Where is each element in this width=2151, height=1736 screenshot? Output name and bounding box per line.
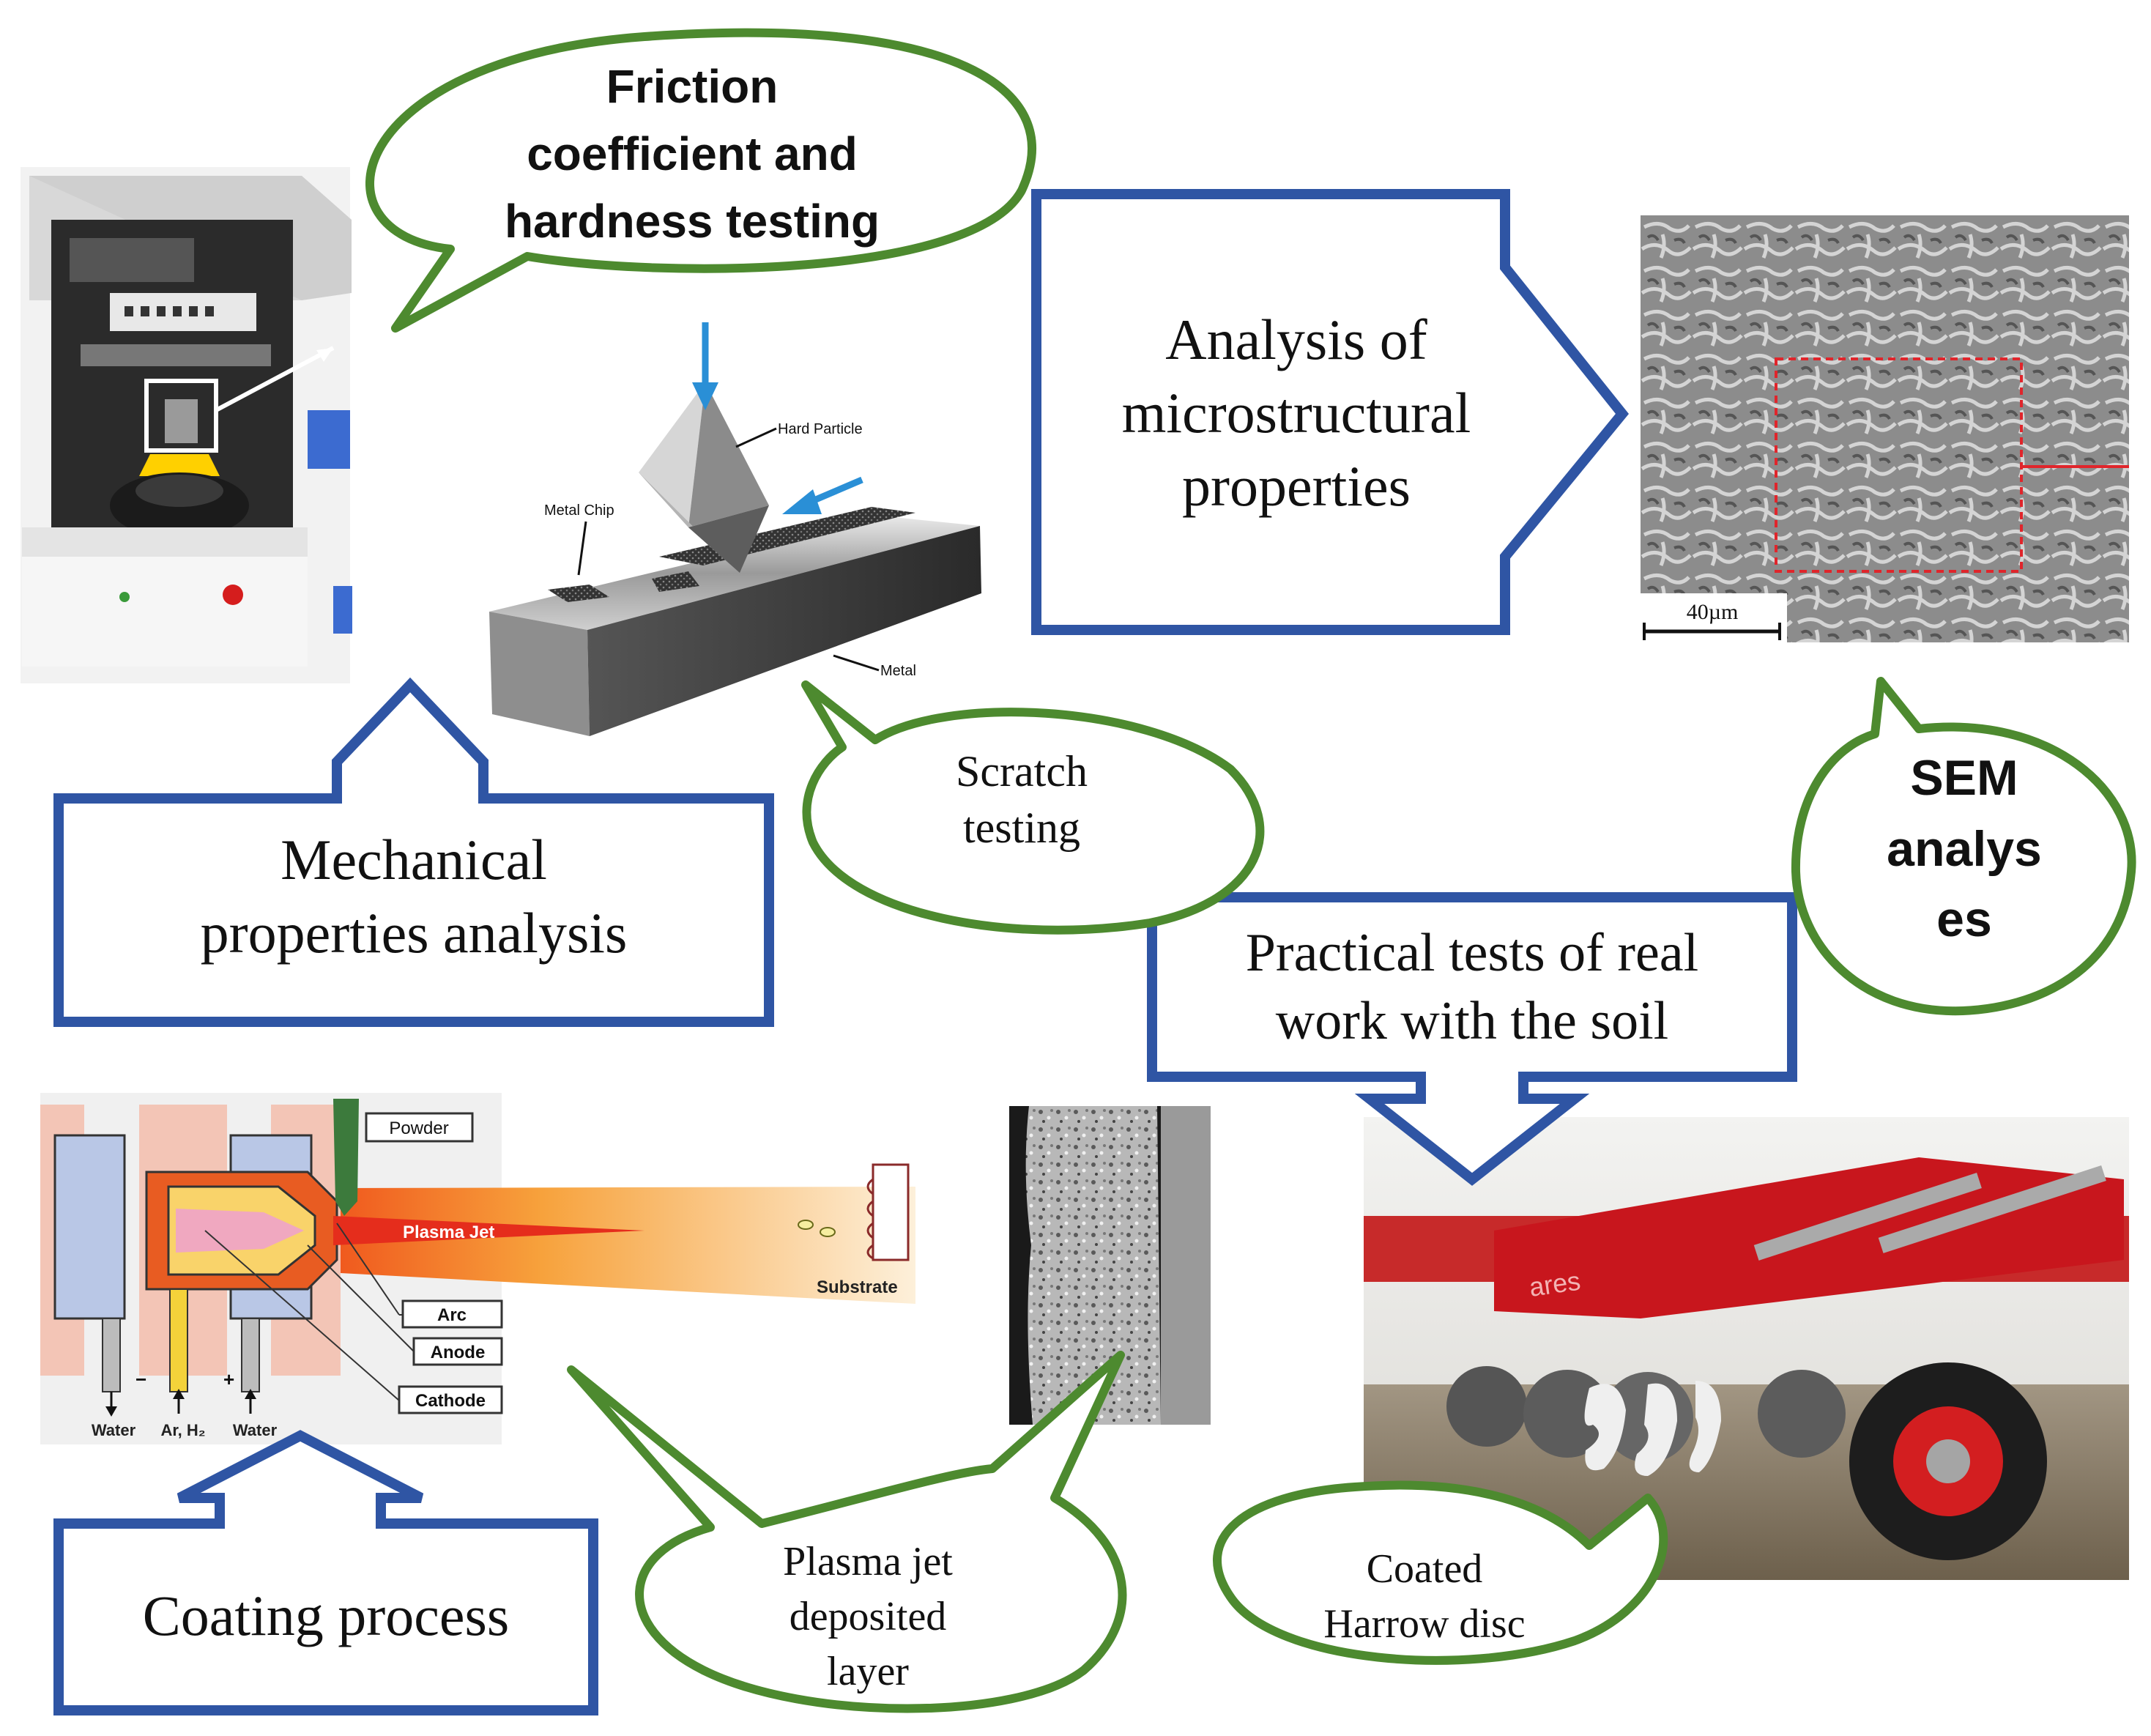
scratch-test-illustration: Hard Particle Metal Chip Metal <box>489 322 981 736</box>
plasma-bubble-line-2: deposited <box>790 1594 947 1639</box>
water-in-arrow-icon <box>105 1392 117 1417</box>
metal-label: Metal <box>880 663 916 679</box>
brand-label: ares <box>1527 1266 1582 1302</box>
plasma-bubble-line-1: Plasma jet <box>783 1539 953 1584</box>
load-arrow-down-icon <box>692 322 718 410</box>
sem-analyses-bubble: SEM analys es <box>1791 677 2136 1016</box>
sem-bubble-line-2: analys <box>1887 821 2042 877</box>
gas-in-arrow-icon <box>173 1389 185 1414</box>
harrow-bubble-line-1: Coated <box>1367 1546 1483 1592</box>
hard-particle-label: Hard Particle <box>778 421 863 437</box>
sem-bubble-line-3: es <box>1936 891 1992 947</box>
powder-label: Powder <box>389 1119 448 1138</box>
plasma-spray-schematic: Plasma Jet Powder Substrate Arc Anode Ca… <box>40 1093 915 1444</box>
gas-inlet-label: Ar, H₂ <box>160 1421 205 1439</box>
microstructural-box-line-3: properties <box>1182 454 1411 518</box>
microstructural-box-line-1: Analysis of <box>1165 308 1427 371</box>
mechanical-box-line-1: Mechanical <box>281 828 547 891</box>
cathode-label: Cathode <box>415 1391 486 1411</box>
water-inlet-label: Water <box>92 1421 136 1439</box>
sem-micrograph: 40µm <box>1641 215 2129 642</box>
plasma-bubble-line-3: layer <box>827 1649 909 1694</box>
plasma-layer-bubble: Plasma jet deposited layer <box>567 1351 1127 1713</box>
water-out-arrow-icon <box>245 1389 256 1414</box>
harrow-disc-bubble: Coated Harrow disc <box>1213 1480 1668 1665</box>
scratch-testing-bubble: Scratch testing <box>801 680 1265 935</box>
practical-tests-box: Practical tests of real work with the so… <box>1147 892 1797 1186</box>
plasma-jet-label: Plasma Jet <box>403 1223 494 1242</box>
motion-arrow-icon <box>782 476 863 514</box>
practical-box-line-2: work with the soil <box>1276 991 1668 1051</box>
scratch-bubble-line-1: Scratch <box>956 747 1088 795</box>
coating-layer-cross-section <box>1009 1106 1211 1425</box>
friction-hardness-bubble: Friction coefficient and hardness testin… <box>365 28 1036 333</box>
sem-bubble-line-1: SEM <box>1910 750 2018 806</box>
hard-particle-icon <box>639 382 769 573</box>
microstructural-box-line-2: microstructural <box>1122 381 1471 445</box>
scale-bar-label: 40µm <box>1687 600 1739 624</box>
scratch-bubble-line-2: testing <box>963 804 1080 852</box>
substrate-label: Substrate <box>817 1277 898 1297</box>
arc-label: Arc <box>437 1305 467 1325</box>
friction-bubble-line-2: coefficient and <box>527 127 858 180</box>
metal-chip-label: Metal Chip <box>544 502 614 519</box>
mechanical-properties-box: Mechanical properties analysis <box>53 677 774 1027</box>
powder-feed-icon <box>333 1099 359 1216</box>
plus-sign: + <box>223 1368 234 1390</box>
mechanical-box-line-2: properties analysis <box>201 901 628 965</box>
minus-sign: − <box>135 1368 146 1390</box>
harrow-bubble-line-2: Harrow disc <box>1323 1601 1525 1647</box>
coating-box-line-1: Coating process <box>143 1584 509 1647</box>
microstructural-analysis-box: Analysis of microstructural properties <box>1031 189 1630 635</box>
coated-disc-icon <box>1584 1381 1721 1476</box>
tribometer-photo <box>21 167 352 683</box>
anode-label: Anode <box>431 1343 486 1362</box>
coating-process-box: Coating process <box>53 1430 598 1715</box>
water-outlet-label: Water <box>233 1421 278 1439</box>
friction-bubble-line-1: Friction <box>606 60 779 113</box>
friction-bubble-line-3: hardness testing <box>505 195 880 248</box>
practical-box-line-1: Practical tests of real <box>1246 923 1698 983</box>
